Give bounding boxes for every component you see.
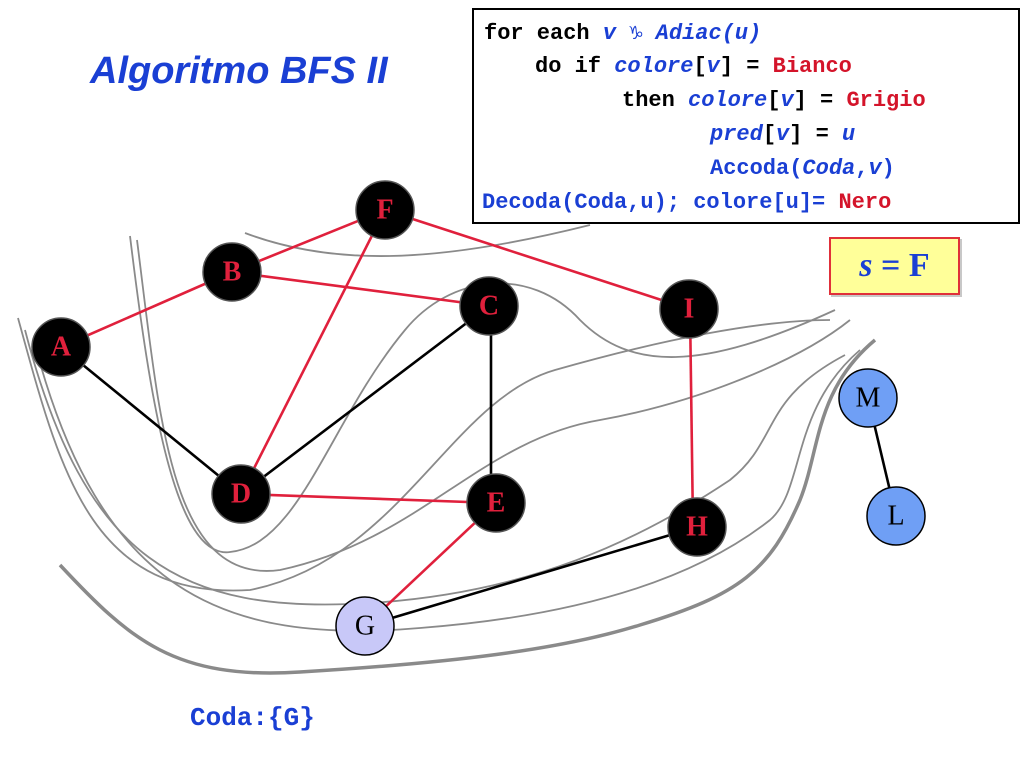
node-d-circle <box>211 464 271 524</box>
code-paren: ) <box>881 156 895 181</box>
node-f-circle <box>355 180 415 240</box>
code-decoda: Decoda(Coda,u); colore[u]= <box>482 190 839 215</box>
code-keyword: do if <box>535 54 615 79</box>
outer-boundary-curve <box>58 338 877 675</box>
layer-curve <box>17 317 831 592</box>
code-bracket: [ <box>767 88 781 113</box>
node-a-label: A <box>51 332 72 363</box>
code-var-v: v <box>602 21 630 46</box>
edge-b-c <box>231 270 490 308</box>
node-g: G <box>335 596 395 656</box>
node-a-circle <box>31 317 91 377</box>
layer-curves <box>17 224 861 632</box>
code-var-v: v <box>868 156 882 181</box>
edge-d-c <box>240 304 490 496</box>
code-comma: , <box>855 156 869 181</box>
queue-contents: {G} <box>268 703 315 733</box>
edge-i-h <box>688 308 695 528</box>
queue-readout: Coda:{G} <box>190 703 315 733</box>
code-pred: pred <box>710 122 763 147</box>
code-colore: colore <box>688 88 768 113</box>
edge-a-b <box>60 270 233 349</box>
pseudocode-box: for each v ♑ Adiac(u) do if colore[v] = … <box>472 8 1020 224</box>
code-line-5: Accoda(Coda,v) <box>710 156 895 181</box>
layer-curve <box>244 224 591 257</box>
code-accoda: Accoda( <box>710 156 803 181</box>
node-d-label: D <box>231 479 251 510</box>
code-bracket: [ <box>762 122 777 147</box>
node-m-label: M <box>856 383 881 414</box>
code-line-6: Decoda(Coda,u); colore[u]= Nero <box>482 190 891 215</box>
slide-title: Algoritmo BFS II <box>90 50 388 92</box>
node-m-circle <box>838 368 898 428</box>
code-var-v: v <box>706 54 720 79</box>
edge-g-h <box>364 525 698 628</box>
node-i-label: I <box>684 294 695 325</box>
node-b: B <box>202 242 262 302</box>
node-g-circle <box>335 596 395 656</box>
source-vertex-box: s = F <box>829 237 960 295</box>
node-l-circle <box>866 486 926 546</box>
queue-label: Coda: <box>190 703 269 733</box>
code-coda: Coda <box>802 156 856 181</box>
node-h-label: H <box>686 512 708 543</box>
code-op: ] = <box>793 88 847 113</box>
node-f: F <box>355 180 415 240</box>
edge-e-g <box>364 502 497 627</box>
node-i-circle <box>659 279 719 339</box>
layer-curve <box>34 344 861 632</box>
layer-curve <box>24 329 846 606</box>
node-b-label: B <box>223 257 242 288</box>
code-bianco: Bianco <box>772 54 852 79</box>
node-h: H <box>667 497 727 557</box>
code-var-u: u <box>842 122 856 147</box>
code-op: ] = <box>719 54 773 79</box>
edge-f-i <box>384 208 690 311</box>
code-var-v: v <box>780 88 794 113</box>
code-adiac: Adiac(u) <box>642 21 762 46</box>
code-keyword: then <box>622 88 689 113</box>
source-var: s <box>859 247 873 284</box>
code-grigio: Grigio <box>846 88 926 113</box>
edge-f-d <box>239 209 387 495</box>
edge-a-d <box>60 345 242 496</box>
node-l-label: L <box>887 501 904 532</box>
code-colore: colore <box>614 54 694 79</box>
node-h-circle <box>667 497 727 557</box>
source-eq: = <box>872 247 909 284</box>
code-var-v: v <box>776 122 790 147</box>
edge-d-e <box>240 492 497 505</box>
node-e-circle <box>466 473 526 533</box>
node-c-circle <box>459 276 519 336</box>
code-keyword: for each <box>484 21 603 46</box>
node-c: C <box>459 276 519 336</box>
code-line-3: then colore[v] = Grigio <box>622 88 926 113</box>
node-f-label: F <box>376 195 393 226</box>
node-b-circle <box>202 242 262 302</box>
node-l: L <box>866 486 926 546</box>
code-nero: Nero <box>838 190 892 215</box>
element-of-symbol: ♑ <box>629 21 643 46</box>
node-c-label: C <box>479 291 499 322</box>
source-value: F <box>908 247 930 284</box>
node-e-label: E <box>487 488 506 519</box>
node-i: I <box>659 279 719 339</box>
code-op: ] = <box>789 122 843 147</box>
code-line-4: pred[v] = u <box>710 122 855 147</box>
code-line-2: do if colore[v] = Bianco <box>535 54 852 79</box>
node-e: E <box>466 473 526 533</box>
layer-curve <box>129 235 836 553</box>
layer-curve <box>136 239 851 572</box>
node-a: A <box>31 317 91 377</box>
node-m: M <box>838 368 898 428</box>
code-bracket: [ <box>693 54 707 79</box>
node-g-label: G <box>355 611 375 642</box>
code-line-1: for each v ♑ Adiac(u) <box>484 20 761 46</box>
node-d: D <box>211 464 271 524</box>
